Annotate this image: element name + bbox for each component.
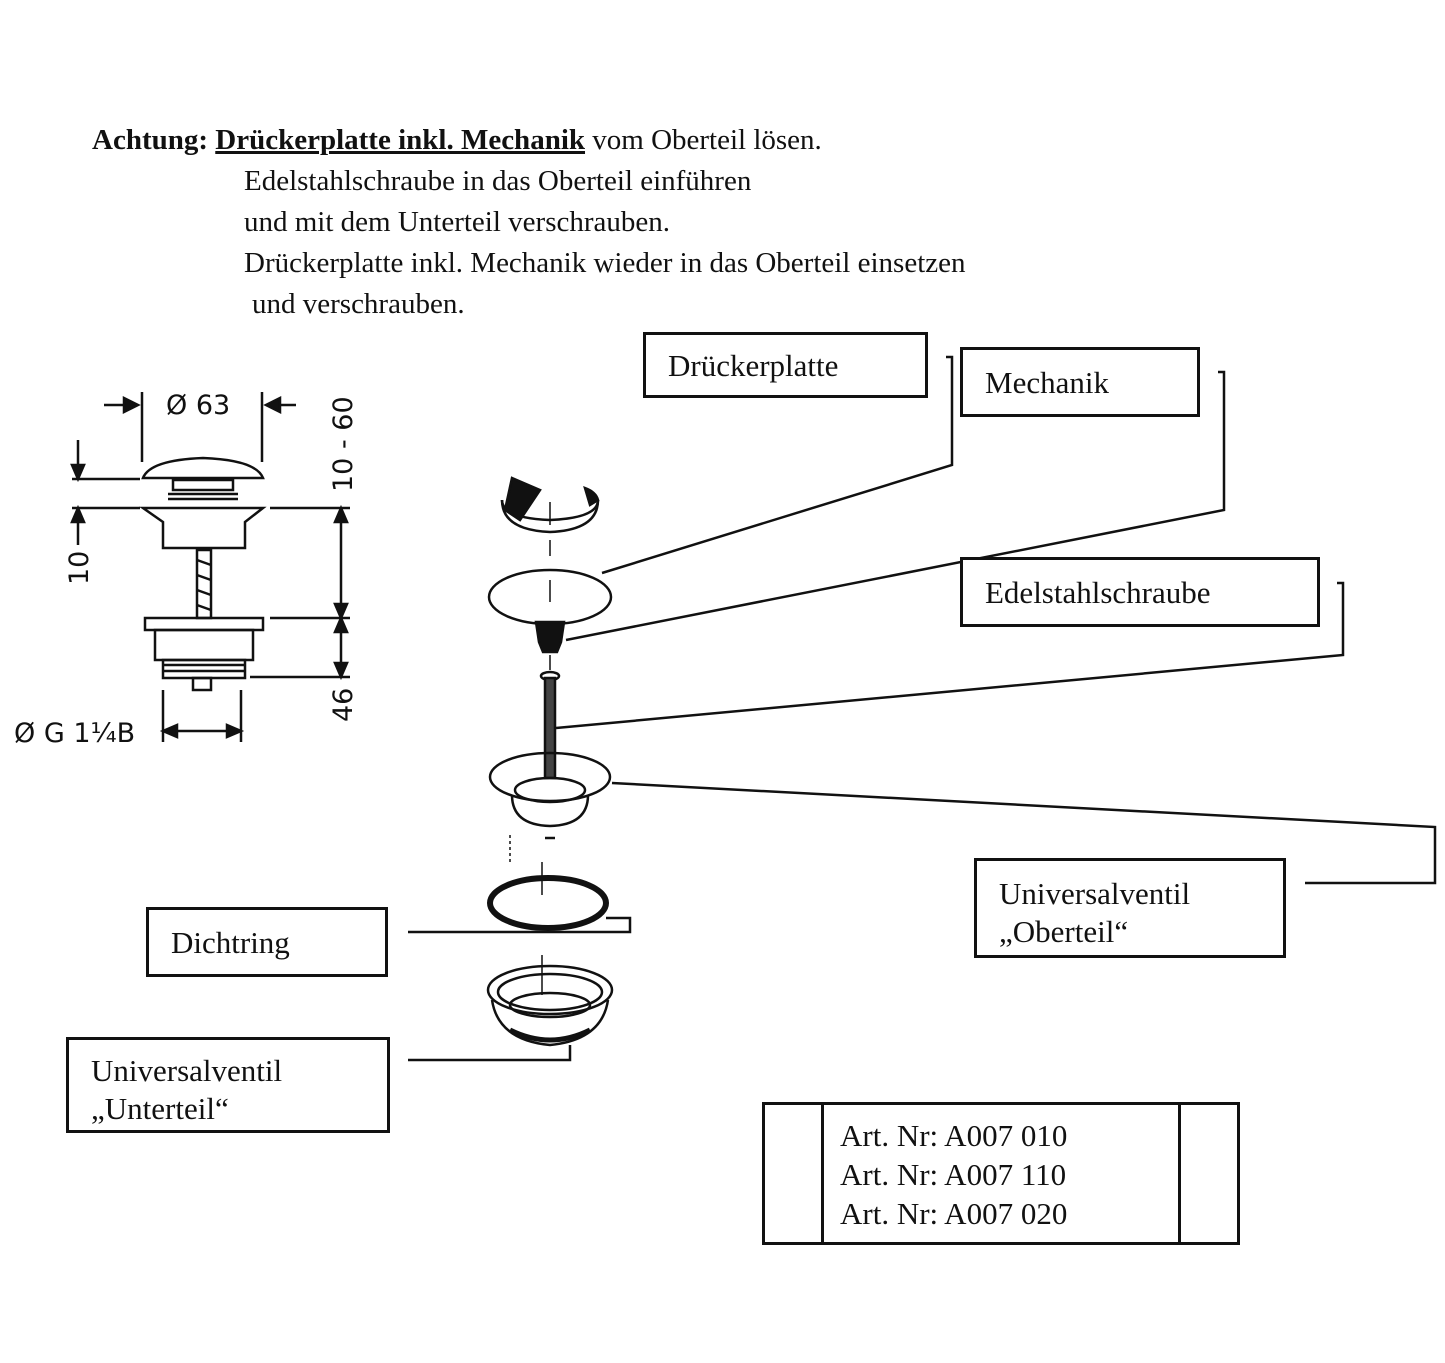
label-drueckerplatte: Drückerplatte bbox=[643, 332, 928, 398]
lower-body bbox=[153, 628, 255, 662]
label-text-line-1: Universalventil bbox=[999, 876, 1191, 911]
leader-mechanik bbox=[565, 370, 1226, 642]
thread-line bbox=[196, 558, 212, 567]
leader-unterteil bbox=[408, 1045, 572, 1062]
lower-thread bbox=[161, 658, 247, 680]
lower-valve-rim bbox=[486, 964, 614, 1016]
dim-flange: 10 bbox=[64, 551, 95, 585]
label-mechanik: Mechanik bbox=[960, 347, 1200, 417]
rotation-band bbox=[500, 499, 600, 534]
technical-drawing bbox=[70, 392, 350, 742]
arrowhead bbox=[122, 395, 141, 415]
leader-lines bbox=[408, 355, 1437, 1062]
instruction-line-4: Drückerplatte inkl. Mechanik wieder in d… bbox=[244, 247, 966, 279]
label-universalventil-oberteil: Universalventil „Oberteil“ bbox=[974, 858, 1286, 958]
label-text-line-1: Universalventil bbox=[91, 1053, 283, 1088]
tail-nub bbox=[191, 676, 213, 692]
arrowhead bbox=[333, 504, 349, 524]
article-number: Art. Nr: A007 010 bbox=[840, 1118, 1068, 1153]
stainless-screw bbox=[543, 676, 557, 780]
dim-top-diameter: Ø 63 bbox=[166, 390, 230, 421]
cap-shape bbox=[141, 456, 265, 480]
dim-thread: Ø G 1¼B bbox=[14, 718, 135, 749]
thread-line bbox=[196, 588, 212, 597]
arrowhead bbox=[333, 614, 349, 634]
warning-emphasis: Drückerplatte inkl. Mechanik bbox=[215, 124, 586, 156]
article-number-panel: Art. Nr: A007 010 Art. Nr: A007 110 Art.… bbox=[821, 1102, 1181, 1245]
article-number-list: Art. Nr: A007 010 Art. Nr: A007 110 Art.… bbox=[840, 1116, 1067, 1233]
arrowhead bbox=[333, 661, 349, 681]
arrowhead bbox=[70, 504, 86, 524]
arrowhead bbox=[225, 723, 245, 739]
label-text-line-2: „Oberteil“ bbox=[999, 914, 1129, 949]
leader-dichtring bbox=[408, 916, 632, 934]
exploded-view bbox=[486, 476, 614, 1047]
arrowhead bbox=[70, 463, 86, 483]
leader-drueckerplatte bbox=[601, 355, 954, 575]
label-dichtring: Dichtring bbox=[146, 907, 388, 977]
rotate-arrow-tail bbox=[583, 485, 600, 507]
upper-body bbox=[139, 506, 267, 550]
instruction-line-5: und verschrauben. bbox=[252, 288, 465, 320]
article-number-box: Art. Nr: A007 010 Art. Nr: A007 110 Art.… bbox=[762, 1102, 1240, 1245]
mechanism-part bbox=[534, 620, 566, 654]
rotate-arrow-icon bbox=[503, 476, 542, 522]
label-text: Drückerplatte bbox=[668, 348, 839, 383]
lower-valve-body bbox=[490, 999, 610, 1047]
lower-flange bbox=[143, 616, 265, 632]
dim-body-height: 46 bbox=[328, 688, 359, 722]
instruction-line-3: und mit dem Unterteil verschrauben. bbox=[244, 206, 671, 238]
seal-ring bbox=[487, 875, 609, 931]
label-text-line-2: „Unterteil“ bbox=[91, 1091, 229, 1126]
dim-height-range: 10 - 60 bbox=[328, 396, 359, 492]
label-edelstahlschraube: Edelstahlschraube bbox=[960, 557, 1320, 627]
article-number: Art. Nr: A007 110 bbox=[840, 1157, 1067, 1192]
instruction-line-2: Edelstahlschraube in das Oberteil einfüh… bbox=[244, 165, 752, 197]
cap-stem bbox=[171, 478, 235, 492]
arrowhead bbox=[263, 395, 282, 415]
lower-valve-thread bbox=[508, 1027, 592, 1043]
label-text: Dichtring bbox=[171, 925, 290, 960]
instructions-block: Achtung: Drückerplatte inkl. Mechanik vo… bbox=[92, 120, 966, 325]
label-text: Edelstahlschraube bbox=[985, 575, 1211, 610]
leader-oberteil bbox=[611, 781, 1437, 885]
thread-line bbox=[196, 603, 212, 612]
upper-valve-body bbox=[510, 794, 590, 828]
lower-valve-bowl bbox=[508, 991, 592, 1019]
thread-line bbox=[196, 573, 212, 582]
lower-valve-inner-rim bbox=[496, 972, 604, 1012]
arrowhead bbox=[159, 723, 179, 739]
article-number: Art. Nr: A007 020 bbox=[840, 1196, 1068, 1231]
leader-edelstahlschraube bbox=[555, 581, 1345, 730]
label-universalventil-unterteil: Universalventil „Unterteil“ bbox=[66, 1037, 390, 1133]
instruction-line-1: Achtung: Drückerplatte inkl. Mechanik vo… bbox=[92, 120, 966, 161]
upper-valve-grate bbox=[513, 776, 587, 804]
label-text: Mechanik bbox=[985, 365, 1109, 400]
warning-lead: Achtung: bbox=[92, 124, 209, 156]
instruction-line-1-rest: vom Oberteil lösen. bbox=[585, 124, 822, 156]
arrowhead bbox=[333, 602, 349, 622]
